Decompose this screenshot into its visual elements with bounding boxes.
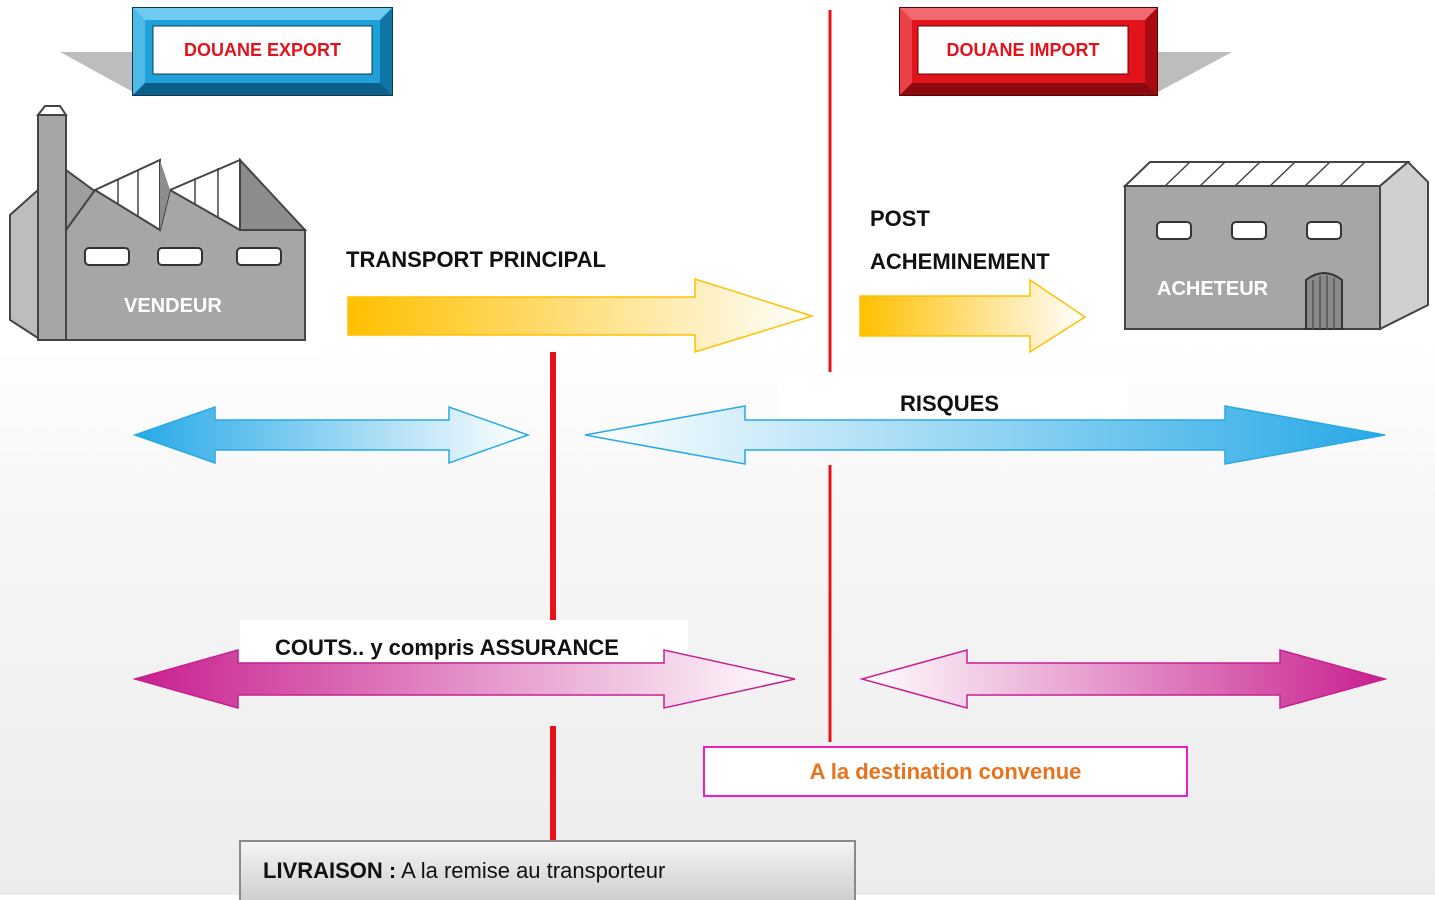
destination-box: A la destination convenue xyxy=(703,746,1188,797)
main-transport-arrow xyxy=(347,277,815,354)
export-customs-label: DOUANE EXPORT xyxy=(154,27,371,73)
delivery-box: LIVRAISON : A la remise au transporteur xyxy=(239,840,856,900)
seller-risk-arrow xyxy=(132,405,531,465)
delivery-title: LIVRAISON : xyxy=(263,858,397,883)
risks-label-panel xyxy=(778,375,1128,417)
destination-label: A la destination convenue xyxy=(809,758,1082,784)
risks-label: RISQUES xyxy=(900,391,1000,416)
seller-label: VENDEUR xyxy=(124,295,222,317)
import-customs-label: DOUANE IMPORT xyxy=(919,27,1127,73)
post-transport-arrow xyxy=(859,278,1087,354)
export-customs-wedge xyxy=(60,52,133,92)
import-customs-wedge xyxy=(1158,52,1232,92)
main-transport-label: TRANSPORT PRINCIPAL xyxy=(346,247,606,272)
buyer-cost-arrow xyxy=(859,649,1388,709)
factory-icon xyxy=(9,105,308,341)
buyer-risk-arrow xyxy=(584,405,1386,465)
seller-cost-arrow xyxy=(132,649,796,709)
post-transport-label-line2: ACHEMINEMENT xyxy=(870,249,1050,274)
post-transport-label-line1: POST xyxy=(870,206,930,231)
costs-label-panel xyxy=(240,620,688,662)
buyer-label: ACHETEUR xyxy=(1157,278,1269,300)
delivery-text: A la remise au transporteur xyxy=(401,858,666,883)
warehouse-icon xyxy=(1122,160,1429,331)
costs-label: COUTS.. y compris ASSURANCE xyxy=(275,635,619,660)
